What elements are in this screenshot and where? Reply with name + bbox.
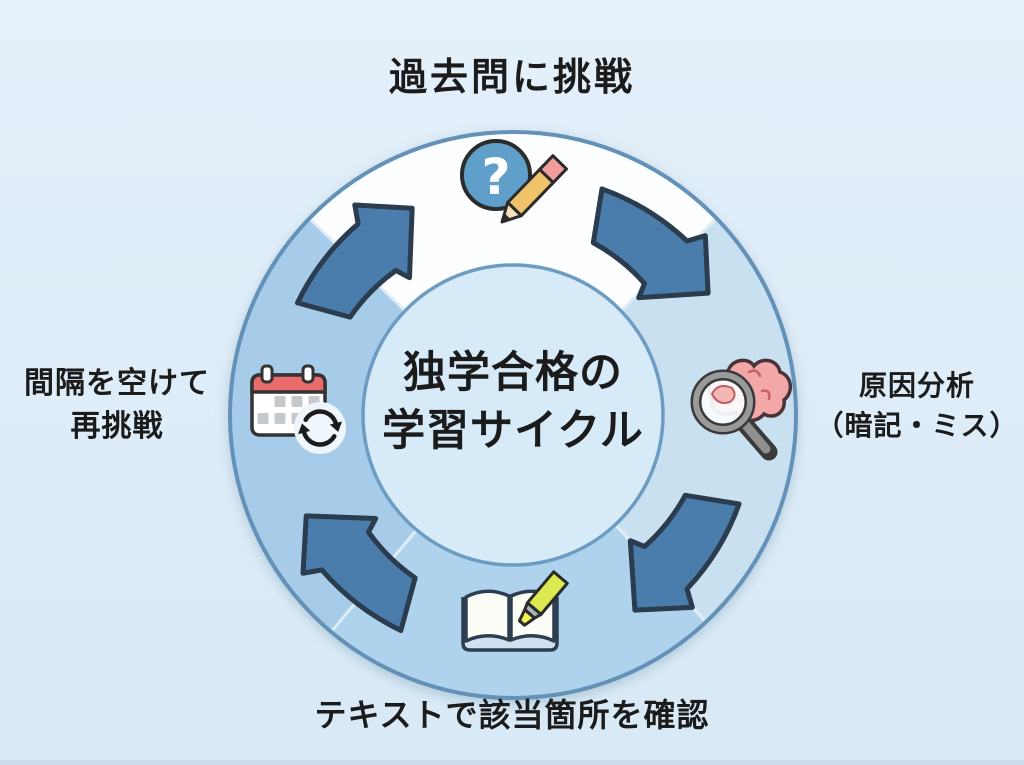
outer-ring-border xyxy=(228,130,798,700)
magnified-brain-detail xyxy=(710,385,736,404)
step-label-cause-analysis-line2: （暗記・ミス） xyxy=(815,409,1019,441)
step-label-cause-analysis: 原因分析 （暗記・ミス） xyxy=(812,366,1022,446)
book-highlighter-icon xyxy=(461,570,569,652)
step-label-retry-spaced-line2: 再挑戦 xyxy=(70,409,164,443)
step-label-challenge-past-exams: 過去問に挑戦 xyxy=(388,57,635,99)
highlighter-tip xyxy=(517,608,537,627)
cycle-title-line1: 独学合格の xyxy=(403,349,623,397)
refresh-icon xyxy=(301,409,339,447)
step-label-check-textbook: テキストで該当箇所を確認 xyxy=(314,697,710,733)
pencil-lead xyxy=(502,213,511,222)
question-pencil-icon: ? xyxy=(460,139,568,224)
calendar-ring-right xyxy=(301,364,315,384)
step-label-cause-analysis-line1: 原因分析 xyxy=(858,370,975,401)
magnifier-handle xyxy=(739,418,771,454)
step-label-retry-spaced: 間隔を空けて 再挑戦 xyxy=(8,363,226,448)
inner-circle xyxy=(361,263,665,567)
cycle-ring: ? xyxy=(228,130,798,700)
book-left-page xyxy=(464,589,511,643)
pencil-eraser xyxy=(538,154,568,185)
question-mark-glyph: ? xyxy=(481,148,510,206)
calendar-refresh-icon xyxy=(250,364,346,454)
step-label-retry-spaced-line1: 間隔を空けて xyxy=(24,367,210,400)
calendar-ring-left xyxy=(260,364,274,384)
magnifier-brain-icon xyxy=(690,358,793,461)
cycle-title: 独学合格の 学習サイクル xyxy=(363,344,663,460)
bottom-edge-strip xyxy=(0,760,1024,765)
refresh-arrowhead-right xyxy=(329,421,342,432)
cycle-title-line2: 学習サイクル xyxy=(382,407,644,456)
magnifier-rim xyxy=(693,372,753,432)
refresh-arrowhead-left xyxy=(298,423,311,435)
